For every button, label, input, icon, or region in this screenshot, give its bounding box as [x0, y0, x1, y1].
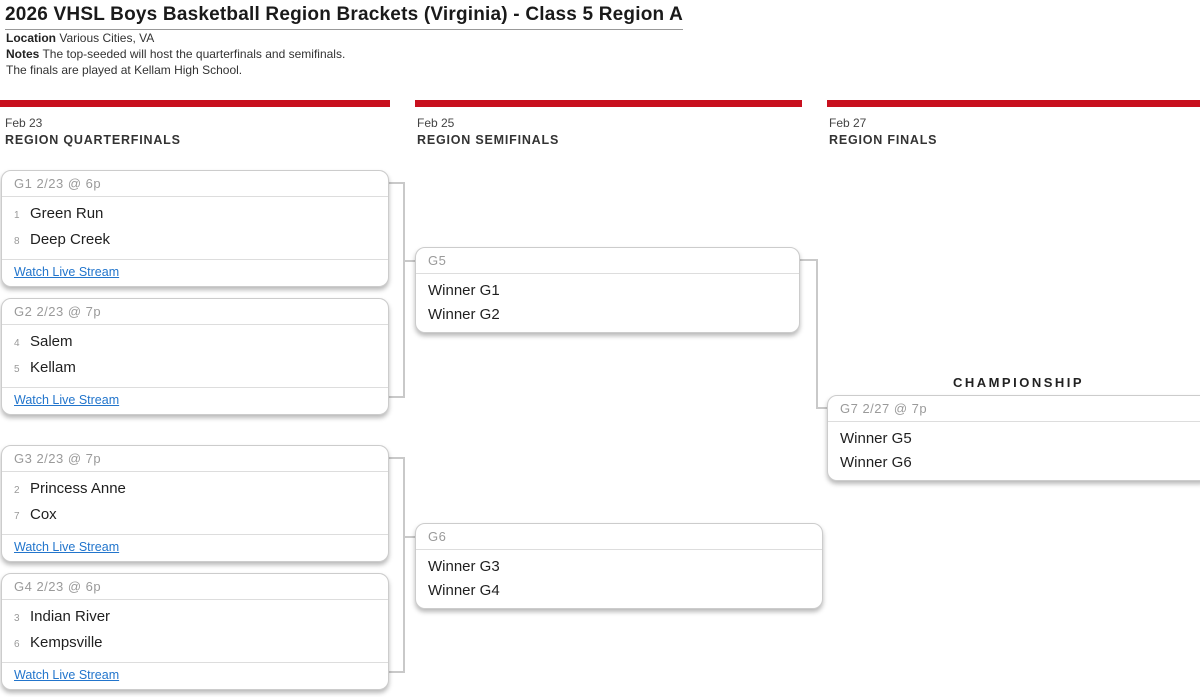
game-g6: G6 Winner G3 Winner G4	[415, 523, 823, 609]
game-g3-bottom-team-row: 7 Cox	[14, 503, 376, 529]
bracket-connector-g6-in	[403, 536, 415, 538]
game-g6-header: G6	[416, 524, 822, 550]
team-name: Cox	[30, 506, 57, 523]
team-name: Winner G3	[428, 558, 500, 575]
game-g2-teams: 4 Salem 5 Kellam	[2, 325, 388, 387]
game-g1-teams: 1 Green Run 8 Deep Creek	[2, 197, 388, 259]
watch-live-stream-link[interactable]: Watch Live Stream	[14, 668, 120, 682]
seed-badge: 3	[14, 613, 20, 624]
team-name: Winner G2	[428, 306, 500, 323]
game-g2-bottom-team-row: 5 Kellam	[14, 356, 376, 382]
game-g7: G7 2/27 @ 7p Winner G5 Winner G6	[827, 395, 1200, 481]
seed-badge: 5	[14, 364, 20, 375]
location-value: Various Cities, VA	[59, 31, 155, 45]
game-g7-top-team-row: Winner G5	[840, 427, 1197, 451]
team-name: Winner G4	[428, 582, 500, 599]
bracket-connector-g2-out	[389, 396, 403, 398]
team-name: Indian River	[30, 608, 111, 625]
game-g6-bottom-team-row: Winner G4	[428, 579, 810, 603]
team-name: Green Run	[30, 205, 104, 222]
location-line: Location Various Cities, VA	[6, 31, 154, 46]
bracket-connector-g5-in	[403, 260, 415, 262]
game-g5: G5 Winner G1 Winner G2	[415, 247, 800, 333]
game-g7-bottom-team-row: Winner G6	[840, 451, 1197, 475]
bracket-connector-g4-out	[389, 671, 403, 673]
notes-value-1: The top-seeded will host the quarterfina…	[42, 47, 346, 61]
game-g7-teams: Winner G5 Winner G6	[828, 422, 1200, 480]
game-g2: G2 2/23 @ 7p 4 Salem 5 Kellam Watch Live…	[1, 298, 389, 415]
game-g3-top-team-row: 2 Princess Anne	[14, 477, 376, 503]
team-name: Winner G6	[840, 454, 912, 471]
game-g1-stream-row: Watch Live Stream	[2, 259, 388, 286]
round-date-quarterfinals: Feb 23	[5, 116, 43, 130]
round-date-finals: Feb 27	[829, 116, 867, 130]
bracket-connector-g1-out	[389, 182, 403, 184]
bracket-connector-g7-in	[816, 407, 827, 409]
game-g6-top-team-row: Winner G3	[428, 555, 810, 579]
game-g4-bottom-team-row: 6 Kempsville	[14, 631, 376, 657]
seed-badge: 8	[14, 236, 20, 247]
game-g5-teams: Winner G1 Winner G2	[416, 274, 799, 332]
game-g2-top-team-row: 4 Salem	[14, 330, 376, 356]
game-g3-teams: 2 Princess Anne 7 Cox	[2, 472, 388, 534]
bracket-connector-g3-out	[389, 457, 403, 459]
team-name: Winner G1	[428, 282, 500, 299]
round-title-semifinals: REGION SEMIFINALS	[417, 133, 560, 147]
round-title-quarterfinals: REGION QUARTERFINALS	[5, 133, 181, 147]
seed-badge: 6	[14, 639, 20, 650]
watch-live-stream-link[interactable]: Watch Live Stream	[14, 540, 120, 554]
game-g1-header: G1 2/23 @ 6p	[2, 171, 388, 197]
bracket-connector-g3g4-trunk	[403, 457, 405, 673]
championship-label: CHAMPIONSHIP	[952, 375, 1085, 390]
game-g4-header: G4 2/23 @ 6p	[2, 574, 388, 600]
team-name: Deep Creek	[30, 231, 111, 248]
round-title-finals: REGION FINALS	[829, 133, 938, 147]
notes-line-1: Notes The top-seeded will host the quart…	[6, 47, 345, 62]
game-g1-bottom-team-row: 8 Deep Creek	[14, 228, 376, 254]
round-date-semifinals: Feb 25	[417, 116, 455, 130]
round-bar-finals	[827, 100, 1200, 107]
team-name: Princess Anne	[30, 480, 126, 497]
watch-live-stream-link[interactable]: Watch Live Stream	[14, 265, 120, 279]
game-g5-bottom-team-row: Winner G2	[428, 303, 787, 327]
game-g4-stream-row: Watch Live Stream	[2, 662, 388, 689]
bracket-connector-g5-out	[800, 259, 816, 261]
round-bar-quarterfinals	[0, 100, 390, 107]
notes-value-2: The finals are played at Kellam High Sch…	[6, 63, 243, 77]
team-name: Kellam	[30, 359, 76, 376]
game-g5-top-team-row: Winner G1	[428, 279, 787, 303]
notes-label: Notes	[6, 47, 40, 61]
team-name: Salem	[30, 333, 73, 350]
game-g1-top-team-row: 1 Green Run	[14, 202, 376, 228]
game-g2-stream-row: Watch Live Stream	[2, 387, 388, 414]
game-g3-header: G3 2/23 @ 7p	[2, 446, 388, 472]
game-g6-teams: Winner G3 Winner G4	[416, 550, 822, 608]
game-g3: G3 2/23 @ 7p 2 Princess Anne 7 Cox Watch…	[1, 445, 389, 562]
seed-badge: 7	[14, 511, 20, 522]
team-name: Winner G5	[840, 430, 912, 447]
round-bar-semifinals	[415, 100, 802, 107]
bracket-connector-g1g2-trunk	[403, 182, 405, 398]
game-g3-stream-row: Watch Live Stream	[2, 534, 388, 561]
location-label: Location	[6, 31, 56, 45]
game-g2-header: G2 2/23 @ 7p	[2, 299, 388, 325]
seed-badge: 4	[14, 338, 20, 349]
seed-badge: 1	[14, 210, 20, 221]
watch-live-stream-link[interactable]: Watch Live Stream	[14, 393, 120, 407]
bracket-connector-g5g7-trunk	[816, 259, 818, 409]
team-name: Kempsville	[30, 634, 103, 651]
game-g7-header: G7 2/27 @ 7p	[828, 396, 1200, 422]
seed-badge: 2	[14, 485, 20, 496]
game-g4-teams: 3 Indian River 6 Kempsville	[2, 600, 388, 662]
game-g4-top-team-row: 3 Indian River	[14, 605, 376, 631]
game-g4: G4 2/23 @ 6p 3 Indian River 6 Kempsville…	[1, 573, 389, 690]
page-title: 2026 VHSL Boys Basketball Region Bracket…	[5, 4, 684, 30]
game-g5-header: G5	[416, 248, 799, 274]
notes-line-2: The finals are played at Kellam High Sch…	[6, 63, 242, 78]
game-g1: G1 2/23 @ 6p 1 Green Run 8 Deep Creek Wa…	[1, 170, 389, 287]
